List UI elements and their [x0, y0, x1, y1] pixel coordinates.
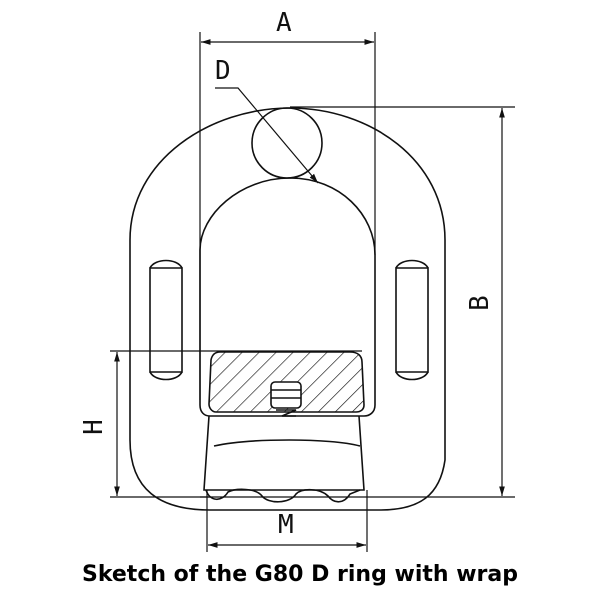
pin-circle: [251, 107, 323, 179]
dimension-label-h: H: [78, 419, 109, 435]
d-ring-drawing-svg: [110, 32, 515, 552]
outer-ring-outline: [129, 107, 446, 511]
right-slot: [395, 267, 429, 373]
dimension-label-a: A: [276, 8, 292, 38]
dimension-label-b: B: [464, 295, 495, 311]
left-slot: [149, 267, 183, 373]
bolt: [270, 381, 302, 409]
figure-caption: Sketch of the G80 D ring with wrap: [82, 562, 518, 587]
dimension-label-d: D: [215, 56, 231, 86]
dimension-d-leader: [215, 87, 319, 184]
inner-arch-outline: [199, 177, 376, 417]
lower-body: [203, 415, 365, 491]
dimension-label-m: M: [278, 510, 294, 540]
d-ring-sketch: [110, 32, 515, 552]
